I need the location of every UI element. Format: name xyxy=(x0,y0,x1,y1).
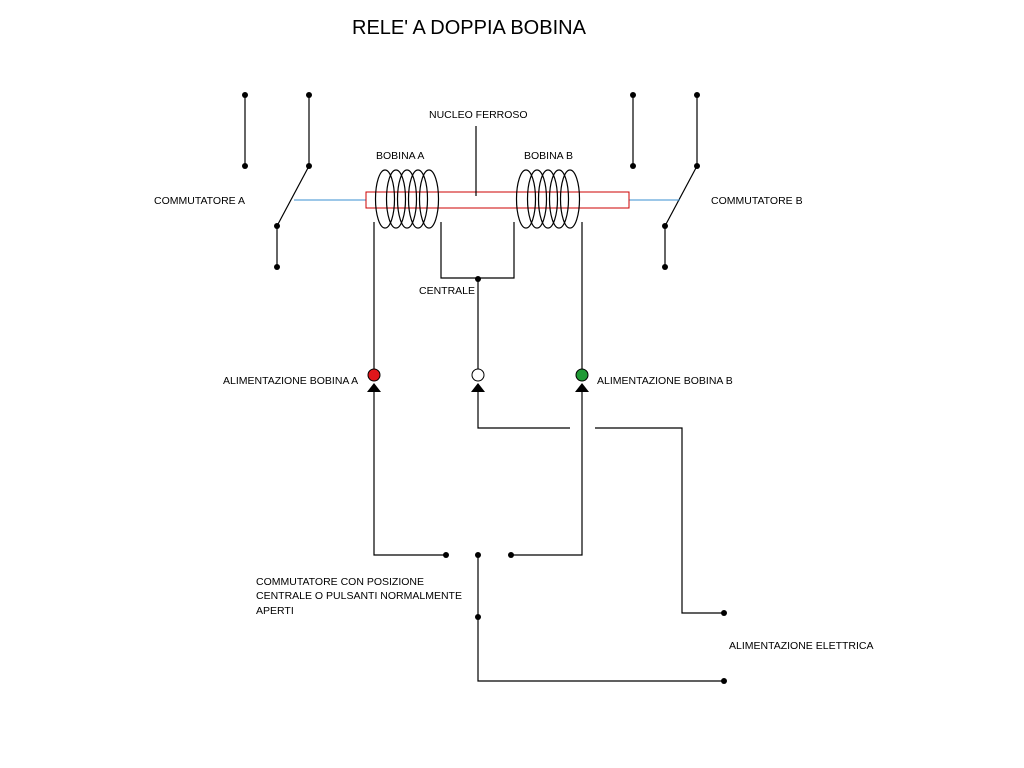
label-alimentazione-elettrica: ALIMENTAZIONE ELETTRICA xyxy=(729,640,874,652)
label-nucleo-ferroso: NUCLEO FERROSO xyxy=(429,109,528,121)
label-commutatore-b: COMMUTATORE B xyxy=(711,195,803,207)
control-wiring xyxy=(373,390,724,682)
coil-a xyxy=(374,169,440,229)
label-alimentazione-bobina-a: ALIMENTAZIONE BOBINA A xyxy=(223,375,358,387)
label-bobina-b: BOBINA B xyxy=(524,150,573,162)
label-commutatore-a: COMMUTATORE A xyxy=(154,195,245,207)
selector-switch xyxy=(443,552,514,620)
diagram-title: RELE' A DOPPIA BOBINA xyxy=(352,17,587,39)
terminal-a xyxy=(367,368,381,382)
connector-arrows xyxy=(367,383,589,392)
terminal-centrale xyxy=(471,368,485,382)
iron-core xyxy=(365,191,630,209)
label-bobina-a: BOBINA A xyxy=(376,150,424,162)
power-supply-terminals xyxy=(721,610,727,684)
coil-wiring xyxy=(373,222,583,370)
label-commutatore-centrale-2: CENTRALE O PULSANTI NORMALMENTE xyxy=(256,590,462,602)
label-centrale: CENTRALE xyxy=(419,285,475,297)
coil-b xyxy=(515,169,581,229)
label-commutatore-centrale-1: COMMUTATORE CON POSIZIONE xyxy=(256,576,424,588)
label-commutatore-centrale-3: APERTI xyxy=(256,605,294,617)
terminal-b xyxy=(575,368,589,382)
switch-a xyxy=(242,92,312,270)
label-alimentazione-bobina-b: ALIMENTAZIONE BOBINA B xyxy=(597,375,733,387)
switch-b xyxy=(630,92,700,270)
